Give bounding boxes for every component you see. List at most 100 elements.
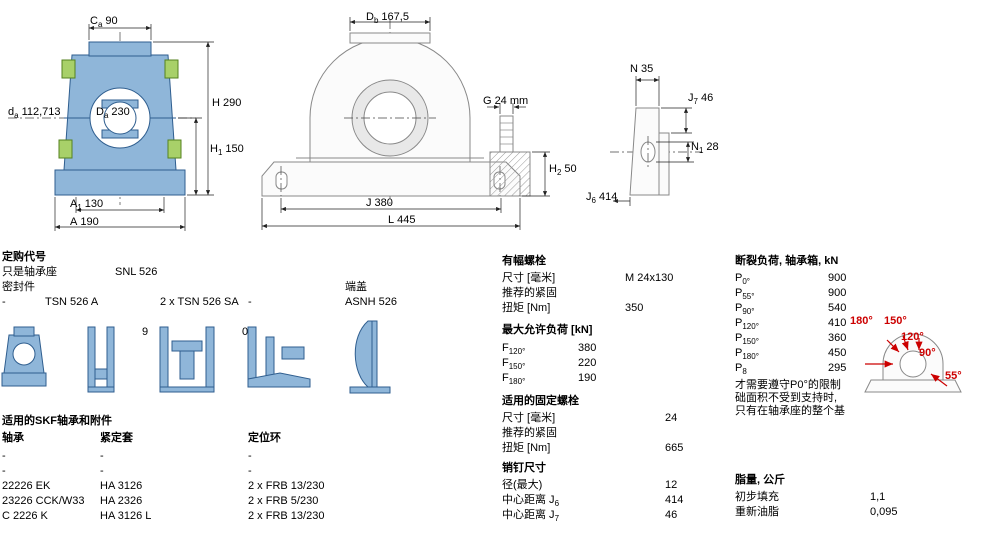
breaking-note-line-2: 只有在轴承座的整个基 <box>735 405 845 417</box>
max-load-label-0: F120° <box>502 342 526 357</box>
breaking-label-3: P120° <box>735 317 759 332</box>
max-load-value-2: 190 <box>578 372 597 384</box>
grease-row-label-0: 初步填充 <box>735 491 779 503</box>
seal-green-right-top <box>164 59 179 79</box>
cap-bolts-title: 适用的固定螺栓 <box>502 395 579 407</box>
seal-2tsn-drawing <box>159 326 215 393</box>
grease-title: 脂量, 公斤 <box>735 474 786 486</box>
breaking-note-line-0: 才需要遵守P0°的限制 <box>735 379 841 391</box>
pins-title: 销钉尺寸 <box>502 462 546 474</box>
stud-bolt <box>499 115 514 153</box>
breaking-value-6: 295 <box>828 362 847 374</box>
table-cell: 23226 CCK/W33 <box>2 495 85 507</box>
cap-size-label: 尺寸 [毫米] <box>502 412 556 424</box>
table-cell: 2 x FRB 13/230 <box>248 480 325 492</box>
table-cell: 2 x FRB 13/230 <box>248 510 325 522</box>
seal-green-right-bottom <box>167 139 182 159</box>
pin-row-label-2: 中心距离 J7 <box>502 509 560 524</box>
breaking-value-0: 900 <box>828 272 847 284</box>
end-cover-value: ASNH 526 <box>345 296 397 308</box>
drawing-side-view <box>610 76 702 206</box>
housing-only-value: SNL 526 <box>115 266 158 278</box>
ordering-title: 定购代号 <box>2 251 46 263</box>
max-load-value-0: 380 <box>578 342 597 354</box>
drawing-cross-section <box>8 24 214 231</box>
angle-label-90: 90° <box>919 347 936 359</box>
breaking-title: 断裂负荷, 轴承箱, kN <box>735 255 839 267</box>
angle-label-55: 55° <box>945 370 962 382</box>
attachment-size-value: M 24x130 <box>625 272 674 284</box>
seal-option-2: 2 x TSN 526 SA <box>160 296 239 308</box>
pin-row-label-0: 径(最大) <box>502 479 543 491</box>
cap-size-value: 24 <box>665 412 678 424</box>
housing-mini-drawing <box>1 326 47 387</box>
angle-label-180: 180° <box>850 315 873 327</box>
seal-option-3: - <box>248 296 252 308</box>
attachment-recommend-label: 推荐的紧固 <box>502 287 557 299</box>
table-cell: 2 x FRB 5/230 <box>248 495 319 507</box>
grease-row-label-1: 重新油脂 <box>735 506 779 518</box>
pin-row-value-2: 46 <box>665 509 678 521</box>
max-load-label-2: F180° <box>502 372 526 387</box>
breaking-label-0: P0° <box>735 272 750 287</box>
grease-row-value-1: 0,095 <box>870 506 898 518</box>
table-cell: - <box>248 450 252 462</box>
attachment-size-label: 尺寸 [毫米] <box>502 272 556 284</box>
seal-digit-right: 0 <box>242 326 249 338</box>
bearings-header-0: 轴承 <box>2 432 24 444</box>
cap-torque-label: 扭矩 [Nm] <box>502 442 551 454</box>
seal-option-1: TSN 526 A <box>45 296 99 308</box>
housing-only-label: 只是轴承座 <box>2 266 57 278</box>
table-cell: - <box>100 450 104 462</box>
seals-label: 密封件 <box>2 281 35 293</box>
angle-label-120: 120° <box>901 331 924 343</box>
end-cover-drawing <box>349 320 391 394</box>
seal-drawings-canvas <box>1 320 391 394</box>
seal-tsn-drawing <box>87 326 115 393</box>
breaking-value-5: 450 <box>828 347 847 359</box>
bearings-title: 适用的SKF轴承和附件 <box>2 415 112 427</box>
breaking-value-1: 900 <box>828 287 847 299</box>
cap-torque-value: 665 <box>665 442 684 454</box>
breaking-label-4: P150° <box>735 332 759 347</box>
breaking-note-line-1: 础面积不受到支持时, <box>735 392 838 404</box>
seal-green-left-top <box>61 59 76 79</box>
pin-row-label-1: 中心距离 J6 <box>502 494 560 509</box>
table-cell: 22226 EK <box>2 480 51 492</box>
breaking-value-3: 410 <box>828 317 847 329</box>
bearings-header-1: 紧定套 <box>100 432 133 444</box>
end-cover-label: 端盖 <box>345 281 367 293</box>
max-load-value-1: 220 <box>578 357 597 369</box>
seal-variant-drawing <box>247 326 311 388</box>
table-cell: - <box>248 465 252 477</box>
attachment-torque-value: 350 <box>625 302 644 314</box>
table-cell: - <box>2 450 6 462</box>
max-load-title: 最大允许负荷 [kN] <box>502 324 593 336</box>
breaking-label-2: P90° <box>735 302 755 317</box>
table-cell: HA 2326 <box>100 495 143 507</box>
angle-label-150: 150° <box>884 315 907 327</box>
pin-row-value-0: 12 <box>665 479 678 491</box>
attachment-bolts-title: 有幅螺栓 <box>502 255 546 267</box>
base-section-hatch <box>489 151 531 197</box>
load-angle-diagram <box>864 333 962 393</box>
max-load-label-1: F150° <box>502 357 526 372</box>
seal-green-left-bottom <box>58 139 73 159</box>
attachment-torque-label: 扭矩 [Nm] <box>502 302 551 314</box>
table-cell: HA 3126 L <box>100 510 152 522</box>
